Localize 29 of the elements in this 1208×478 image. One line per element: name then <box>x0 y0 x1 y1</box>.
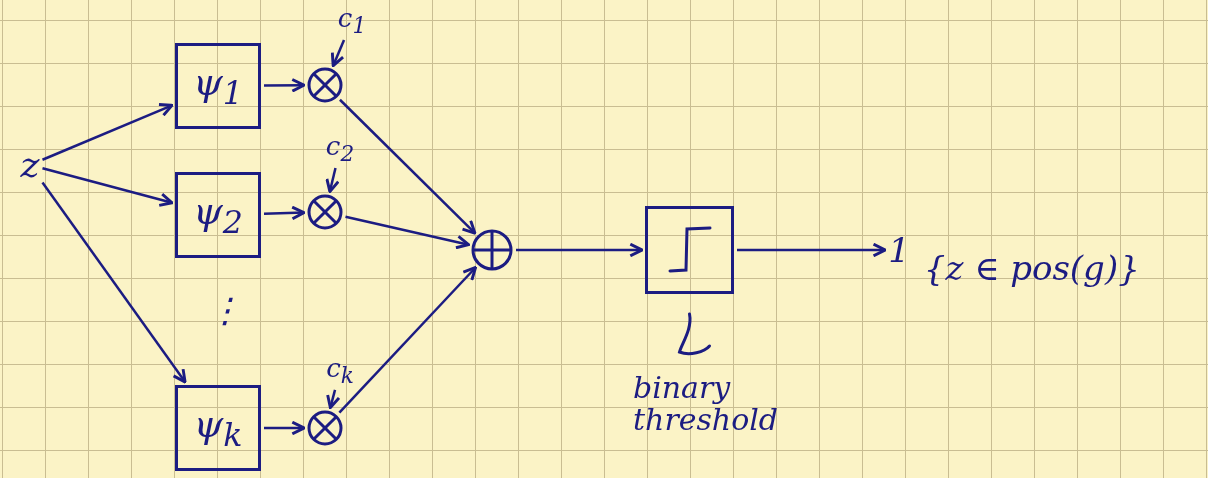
weight-label: c$_{2}$ <box>325 133 355 165</box>
multiplier-circle <box>307 194 343 230</box>
multiplier-circle <box>307 410 343 446</box>
input-variable: z <box>20 147 40 183</box>
arrow <box>42 167 174 207</box>
arrow <box>264 420 306 436</box>
threshold-box <box>645 206 734 294</box>
arrow <box>264 78 306 93</box>
arrow <box>338 266 478 414</box>
caption-text: binary threshold <box>633 372 780 435</box>
arrow <box>42 103 174 161</box>
arrow <box>325 167 340 194</box>
feature-box: ψ$_{1}$ <box>175 43 261 129</box>
feature-box: ψ$_{k}$ <box>175 385 261 471</box>
arrow <box>516 242 644 258</box>
arrow <box>41 181 187 384</box>
feature-box: ψ$_{2}$ <box>175 172 261 258</box>
arrow <box>330 39 346 68</box>
arrow <box>326 389 341 410</box>
indicator-output: 1 <box>888 233 910 267</box>
weight-label: c$_{1}$ <box>337 5 367 37</box>
arrow <box>737 242 887 258</box>
summation-circle <box>471 229 513 271</box>
multiplier-circle <box>307 67 343 103</box>
weight-label: c$_{k}$ <box>326 355 354 387</box>
arrow <box>345 215 471 250</box>
indicator-output: {z ∈ pos(g)} <box>923 251 1140 285</box>
arrow <box>263 205 306 221</box>
vertical-ellipsis: ⋮ <box>208 290 242 330</box>
